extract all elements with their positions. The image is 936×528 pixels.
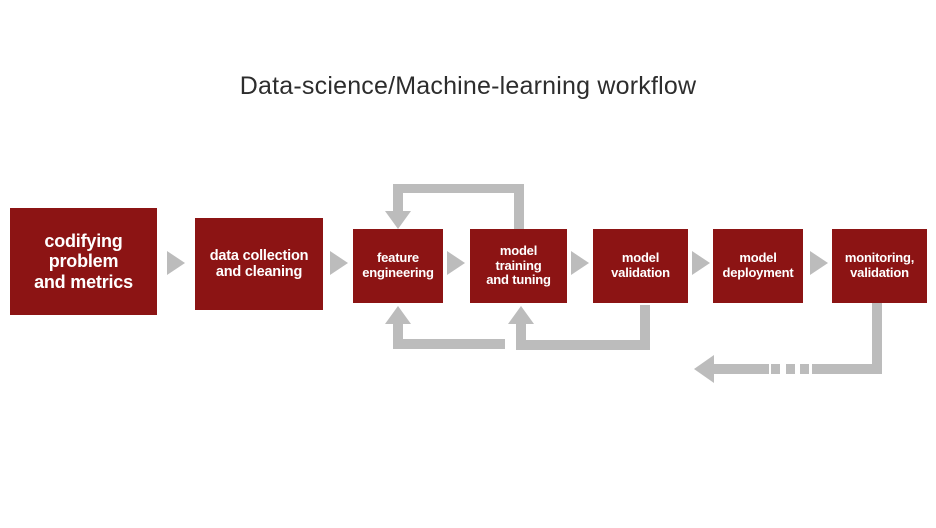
step-model-training-and-tuning: model training and tuning <box>470 229 567 303</box>
arrow-segment <box>872 303 882 374</box>
step-label: model training and tuning <box>486 243 551 288</box>
arrow-right-icon <box>810 251 828 275</box>
step-label: feature engineering <box>362 250 434 280</box>
arrowhead-up-icon <box>508 306 534 324</box>
arrow-right-icon <box>330 251 348 275</box>
arrow-right-icon <box>571 251 589 275</box>
arrowhead-left-icon <box>694 355 714 383</box>
arrow-segment <box>393 322 403 349</box>
arrow-right-icon <box>167 251 185 275</box>
step-label: data collection and cleaning <box>209 247 309 280</box>
step-label: model validation <box>611 250 670 280</box>
arrow-segment <box>812 364 882 374</box>
arrow-segment <box>712 364 769 374</box>
arrow-segment <box>516 322 526 350</box>
step-label: monitoring, validation <box>844 250 915 280</box>
step-feature-engineering: feature engineering <box>353 229 443 303</box>
step-model-deployment: model deployment <box>713 229 803 303</box>
arrowhead-down-icon <box>385 211 411 229</box>
step-data-collection-and-cleaning: data collection and cleaning <box>195 218 323 310</box>
arrow-segment <box>640 305 650 350</box>
step-label: model deployment <box>722 250 794 280</box>
step-model-validation: model validation <box>593 229 688 303</box>
arrow-dash-segment <box>800 364 809 374</box>
step-codifying-problem-and-metrics: codifying problem and metrics <box>10 208 157 315</box>
arrow-dash-segment <box>786 364 795 374</box>
arrow-right-icon <box>692 251 710 275</box>
arrow-segment <box>514 184 524 229</box>
arrow-dash-segment <box>771 364 780 374</box>
arrow-right-icon <box>447 251 465 275</box>
arrowhead-up-icon <box>385 306 411 324</box>
arrow-segment <box>393 184 524 193</box>
arrow-segment <box>516 340 650 350</box>
arrow-segment <box>393 184 403 212</box>
step-monitoring-validation: monitoring, validation <box>832 229 927 303</box>
diagram-title: Data-science/Machine-learning workflow <box>239 72 697 100</box>
arrow-segment <box>393 339 505 349</box>
step-label: codifying problem and metrics <box>34 231 133 292</box>
